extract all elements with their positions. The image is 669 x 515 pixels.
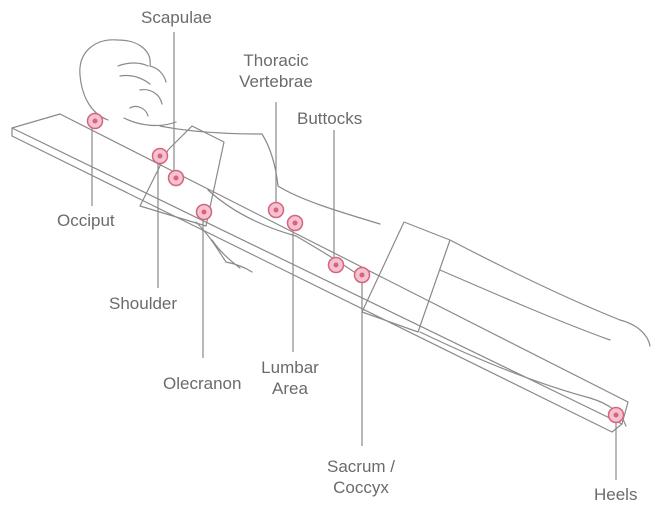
label-occiput: Occiput: [57, 210, 115, 231]
legs-outline: [420, 240, 650, 426]
label-buttocks: Buttocks: [297, 108, 362, 129]
arm-outline: [196, 222, 252, 272]
label-lumbar-area: Lumbar Area: [260, 357, 320, 399]
label-thoracic-vertebrae: Thoracic Vertebrae: [238, 50, 314, 92]
board-outline: [12, 114, 628, 432]
label-heels: Heels: [594, 484, 637, 505]
label-shoulder: Shoulder: [109, 293, 177, 314]
label-olecranon: Olecranon: [163, 373, 241, 394]
label-sacrum-coccyx: Sacrum / Coccyx: [318, 456, 404, 498]
head-outline: [80, 40, 176, 126]
leader-lines: [92, 32, 616, 480]
label-scapulae: Scapulae: [141, 7, 212, 28]
